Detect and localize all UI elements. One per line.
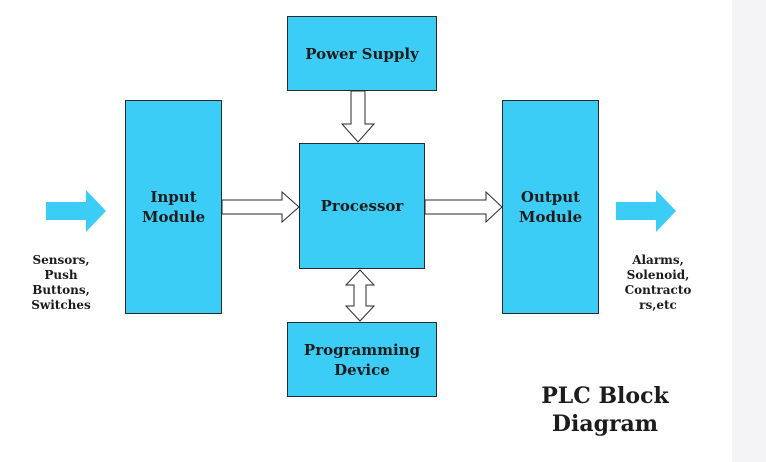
input-devices-label: Sensors, Push Buttons, Switches <box>31 253 91 312</box>
output-module-block: Output Module <box>502 100 599 314</box>
processor-programming-double-arrow <box>344 269 376 322</box>
output-arrow-icon <box>616 190 676 232</box>
processor-to-output-arrow <box>424 190 503 224</box>
diagram-title: PLC Block Diagram <box>541 383 669 437</box>
input-module-block: Input Module <box>125 100 222 314</box>
processor-block: Processor <box>299 143 425 269</box>
programming-device-block: Programming Device <box>287 322 437 397</box>
power-supply-block: Power Supply <box>287 16 437 91</box>
input-to-processor-arrow <box>221 190 300 224</box>
power-to-processor-arrow <box>340 90 376 143</box>
input-arrow-icon <box>46 190 106 232</box>
output-devices-label: Alarms, Solenoid, Contracto rs,etc <box>624 253 692 312</box>
page-edge-band <box>732 0 766 462</box>
